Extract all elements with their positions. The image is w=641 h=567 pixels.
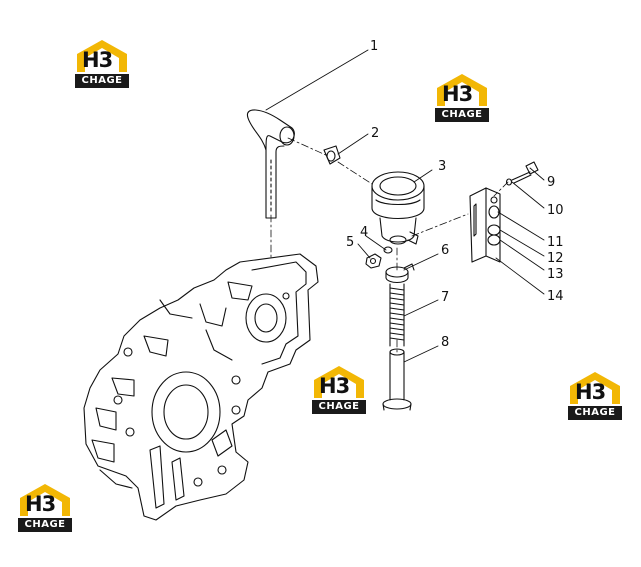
callout-5: 5 [346,235,354,250]
callout-numbers: 1 2 3 4 5 6 7 8 9 10 11 12 13 14 [346,39,564,350]
gear-housing [83,253,319,521]
callout-7: 7 [441,290,449,305]
logo-band: CHAGE [18,518,72,532]
logo-band: CHAGE [312,400,366,414]
roof-logo-icon [314,366,364,398]
callout-8: 8 [441,335,449,350]
callout-12: 12 [547,251,564,266]
watermark-logo: H3 CHAGE [568,370,622,422]
callout-3: 3 [438,159,446,174]
logo-band: CHAGE [568,406,622,420]
callout-1: 1 [370,39,378,54]
spring-washer [505,178,513,186]
logo-mark: H3 [25,492,56,516]
nut [365,253,382,269]
callout-10: 10 [547,203,564,218]
watermark-logo: H3 CHAGE [75,38,129,90]
callout-leader-lines [265,49,545,363]
bolt [511,161,539,184]
washer [383,246,393,254]
bracket-bolt [488,205,500,219]
dipstick-tube [246,109,295,219]
callout-6: 6 [441,243,449,258]
corrugated-hose [389,283,405,347]
roof-logo-icon [20,484,70,516]
bracket-washer-lower [487,234,501,246]
callout-13: 13 [547,267,564,282]
breather-filter [371,171,425,245]
logo-band: CHAGE [435,108,489,122]
roof-logo-icon [77,40,127,72]
watermark-logo: H3 CHAGE [312,364,366,416]
logo-mark: H3 [82,48,113,72]
callout-11: 11 [547,235,564,250]
assembly-axis-lines [270,137,509,353]
watermark-logo: H3 CHAGE [435,72,489,124]
roof-logo-icon [570,372,620,404]
roof-logo-icon [437,74,487,106]
logo-mark: H3 [319,374,350,398]
callout-14: 14 [547,289,564,304]
callout-4: 4 [360,225,368,240]
logo-mark: H3 [442,82,473,106]
callout-2: 2 [371,126,379,141]
logo-band: CHAGE [75,74,129,88]
hose-clamp [385,263,415,284]
bracket-washer-upper [487,224,501,236]
drain-pipe [382,348,412,411]
callout-9: 9 [547,175,555,190]
clamp [323,145,341,165]
logo-mark: H3 [575,380,606,404]
watermark-logo: H3 CHAGE [18,482,72,534]
